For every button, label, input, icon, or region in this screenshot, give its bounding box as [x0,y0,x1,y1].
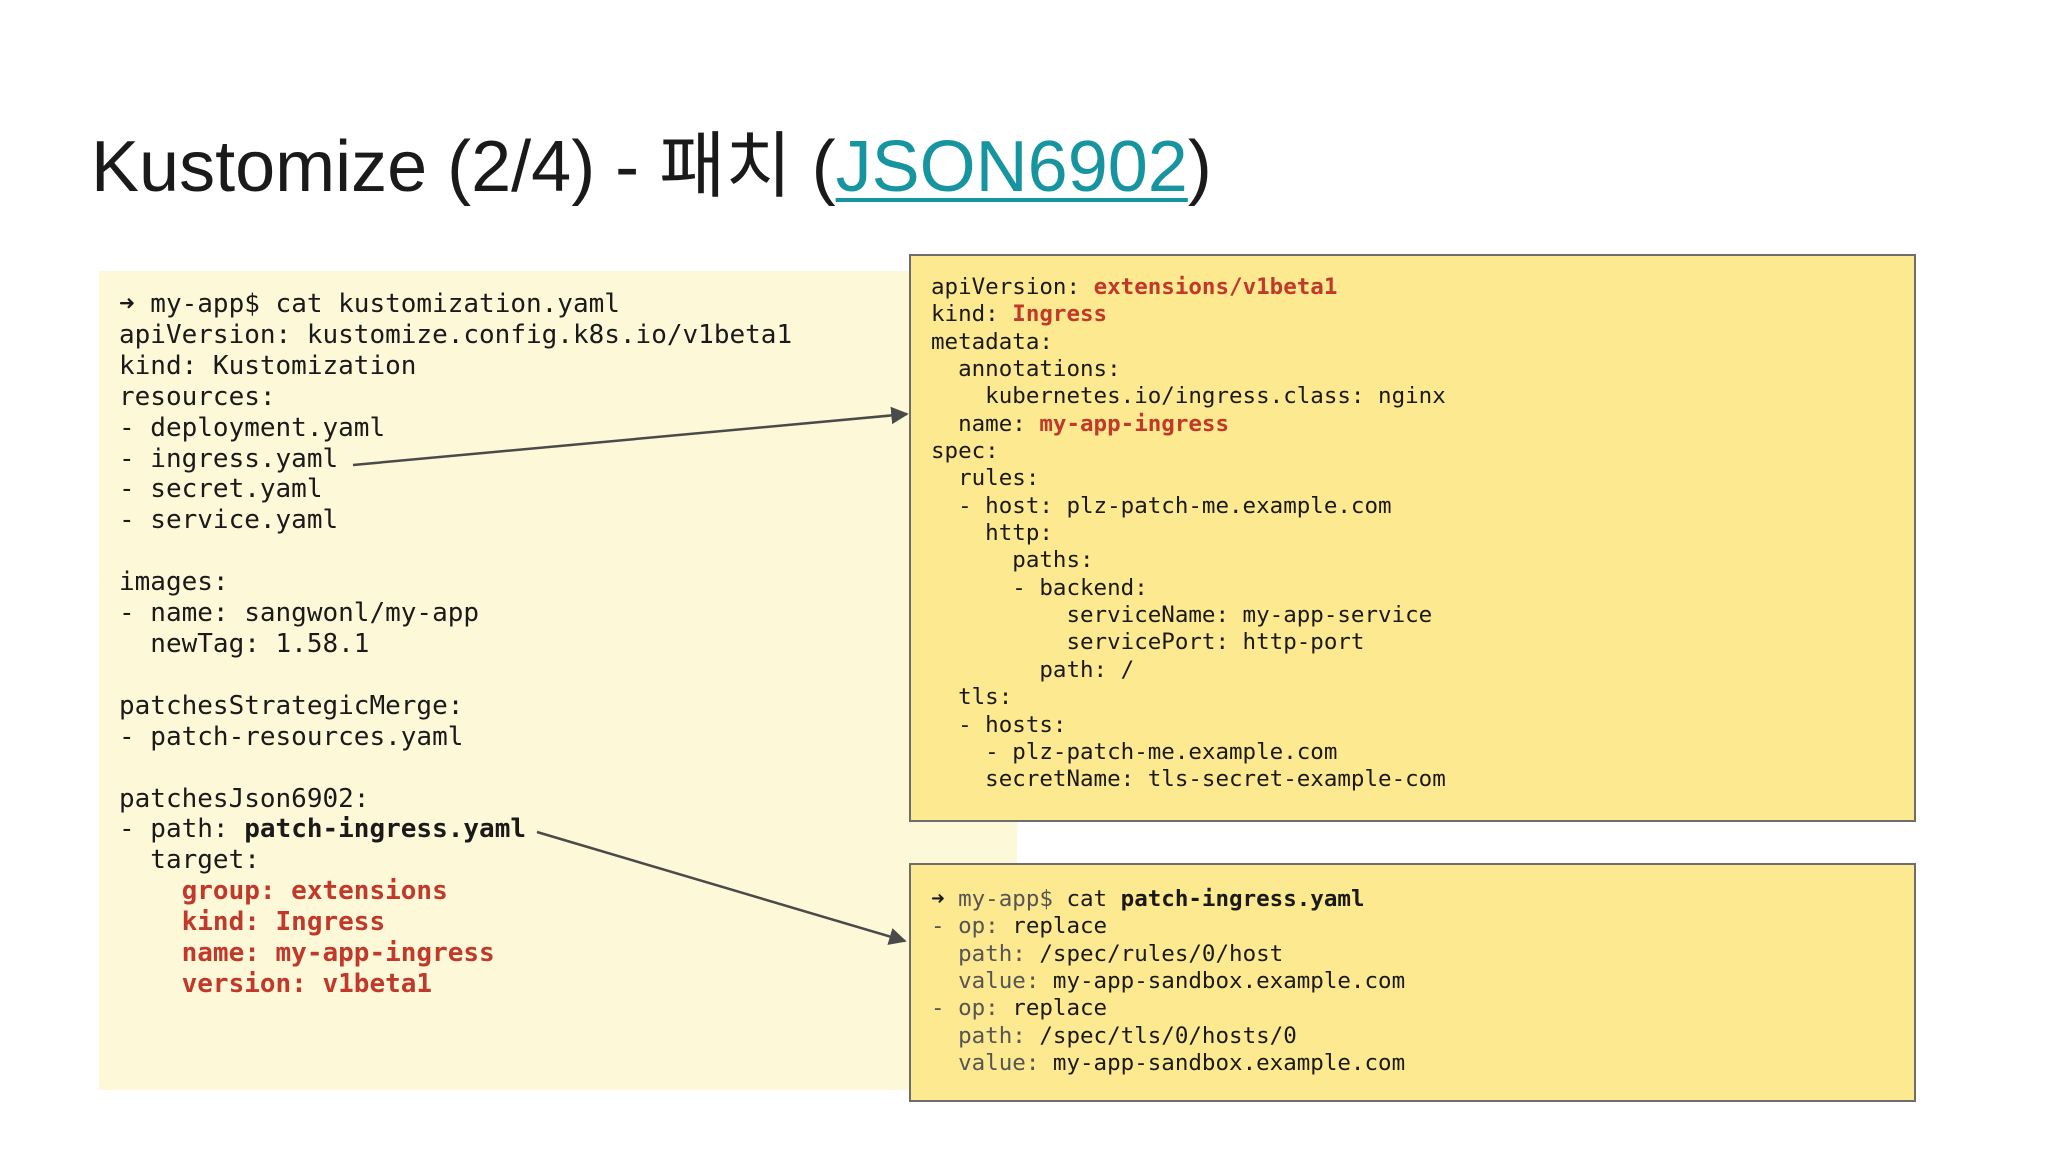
patch-file-name: patch-ingress.yaml [244,814,526,845]
json6902-link[interactable]: JSON6902 [835,127,1188,207]
code-line: - op: replace [931,995,1108,1022]
code-line: resources: [119,381,276,412]
code-line: target: [119,845,260,876]
code-line: - secret.yaml [119,474,323,505]
code-line: images: [119,567,229,598]
patch-yaml-code: ➜ my-app$ cat patch-ingress.yaml- op: re… [931,886,1405,1077]
code-line: name: my-app-ingress [931,410,1230,437]
slide-title-prefix: Kustomize (2/4) - 패치 ( [91,127,836,207]
target-group-line: group: extensions [119,876,448,907]
code-line: http: [931,520,1053,547]
code-line: - plz-patch-me.example.com [931,738,1338,765]
target-kind-line: kind: Ingress [119,907,386,938]
code-line: patchesJson6902: [119,783,370,814]
code-line: servicePort: http-port [931,629,1365,656]
slide-title: Kustomize (2/4) - 패치 (JSON6902) [91,122,1212,212]
code-line: - backend: [931,574,1148,601]
prompt-line: ➜ my-app$ cat kustomization.yaml [119,289,620,319]
prompt-arrow-icon: ➜ [119,289,135,319]
target-version-line: version: v1beta1 [119,968,433,999]
ingress-yaml-box [909,254,1916,822]
code-line: spec: [931,438,999,465]
code-line: path: / [931,656,1135,683]
code-line: - name: sangwonl/my-app [119,598,480,629]
code-line: value: my-app-sandbox.example.com [931,968,1406,995]
prompt-line: ➜ my-app$ cat patch-ingress.yaml [931,886,1365,912]
patch-arrow [536,830,907,945]
kustomization-panel [99,271,1017,1090]
code-line: paths: [931,547,1094,574]
code-line: apiVersion: kustomize.config.k8s.io/v1be… [119,319,793,350]
patch-yaml-box [909,863,1916,1102]
code-line: annotations: [931,356,1121,383]
code-line: - service.yaml [119,505,339,536]
code-line: value: my-app-sandbox.example.com [931,1050,1406,1077]
code-line: - hosts: [931,711,1067,738]
code-line: secretName: tls-secret-example-com [931,766,1446,793]
code-line: patchesStrategicMerge: [119,690,464,721]
slide-title-suffix: ) [1187,127,1212,207]
code-line: serviceName: my-app-service [931,602,1433,629]
code-line: path: /spec/tls/0/hosts/0 [931,1022,1297,1049]
code-line: kubernetes.io/ingress.class: nginx [931,383,1446,410]
code-line: kind: Kustomization [119,350,417,381]
target-name-line: name: my-app-ingress [119,938,495,969]
code-line: newTag: 1.58.1 [119,628,370,659]
ingress-arrow [352,406,909,467]
code-line-ingress: - ingress.yaml [119,443,339,474]
code-line: metadata: [931,328,1053,355]
code-line: - host: plz-patch-me.example.com [931,492,1392,519]
code-line: path: /spec/rules/0/host [931,940,1284,967]
code-line: rules: [931,465,1040,492]
prompt-arrow-icon: ➜ [931,886,945,912]
code-line: apiVersion: extensions/v1beta1 [931,274,1338,300]
code-line: - patch-resources.yaml [119,721,464,752]
code-line-patch-path: - path: patch-ingress.yaml [119,814,526,845]
code-line: - op: replace [931,913,1108,940]
code-line: - deployment.yaml [119,412,386,443]
code-line: kind: Ingress [931,301,1108,328]
code-line: tls: [931,684,1013,711]
